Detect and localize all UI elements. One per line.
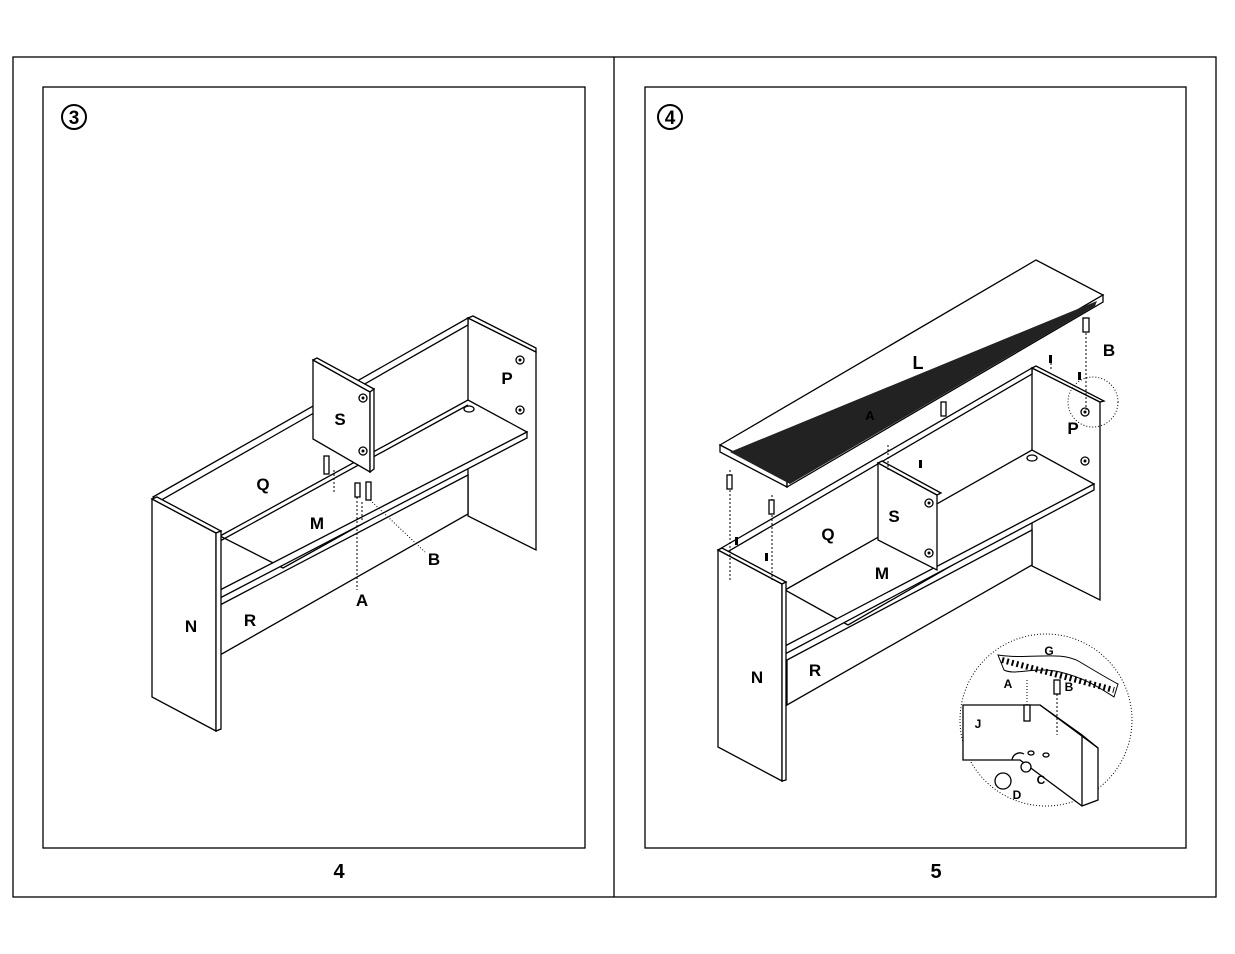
label-p: P	[501, 369, 512, 388]
label-n: N	[751, 668, 763, 687]
svg-text:4: 4	[665, 108, 676, 129]
detail-label-d: D	[1013, 788, 1022, 802]
label-l: L	[913, 353, 924, 373]
side-panel-n	[718, 550, 782, 781]
detail-label-b: B	[1065, 680, 1074, 694]
detail-label-c: C	[1037, 773, 1046, 787]
step-3-badge: 3	[62, 105, 86, 129]
label-q: Q	[256, 475, 269, 494]
label-a: A	[865, 408, 875, 423]
step-4-badge: 4	[658, 105, 682, 129]
detail-label-a: A	[1004, 677, 1013, 691]
detail-inset	[960, 634, 1132, 806]
label-p: P	[1067, 419, 1078, 438]
label-q: Q	[821, 525, 834, 544]
side-panel-n	[152, 499, 216, 731]
label-m: M	[875, 564, 889, 583]
label-a: A	[356, 591, 368, 610]
detail-label-g: G	[1044, 644, 1053, 658]
step-3-cabinet	[152, 316, 536, 731]
label-b: B	[1103, 341, 1115, 360]
label-r: R	[809, 661, 821, 680]
label-n: N	[185, 617, 197, 636]
svg-text:3: 3	[69, 108, 80, 129]
label-s: S	[334, 410, 345, 429]
label-m: M	[310, 514, 324, 533]
step-4-cabinet	[718, 260, 1118, 781]
label-s: S	[888, 507, 899, 526]
page-number-left: 4	[333, 861, 345, 883]
page-number-right: 5	[930, 861, 941, 883]
label-b: B	[428, 550, 440, 569]
label-r: R	[244, 611, 256, 630]
detail-label-j: J	[975, 717, 982, 731]
